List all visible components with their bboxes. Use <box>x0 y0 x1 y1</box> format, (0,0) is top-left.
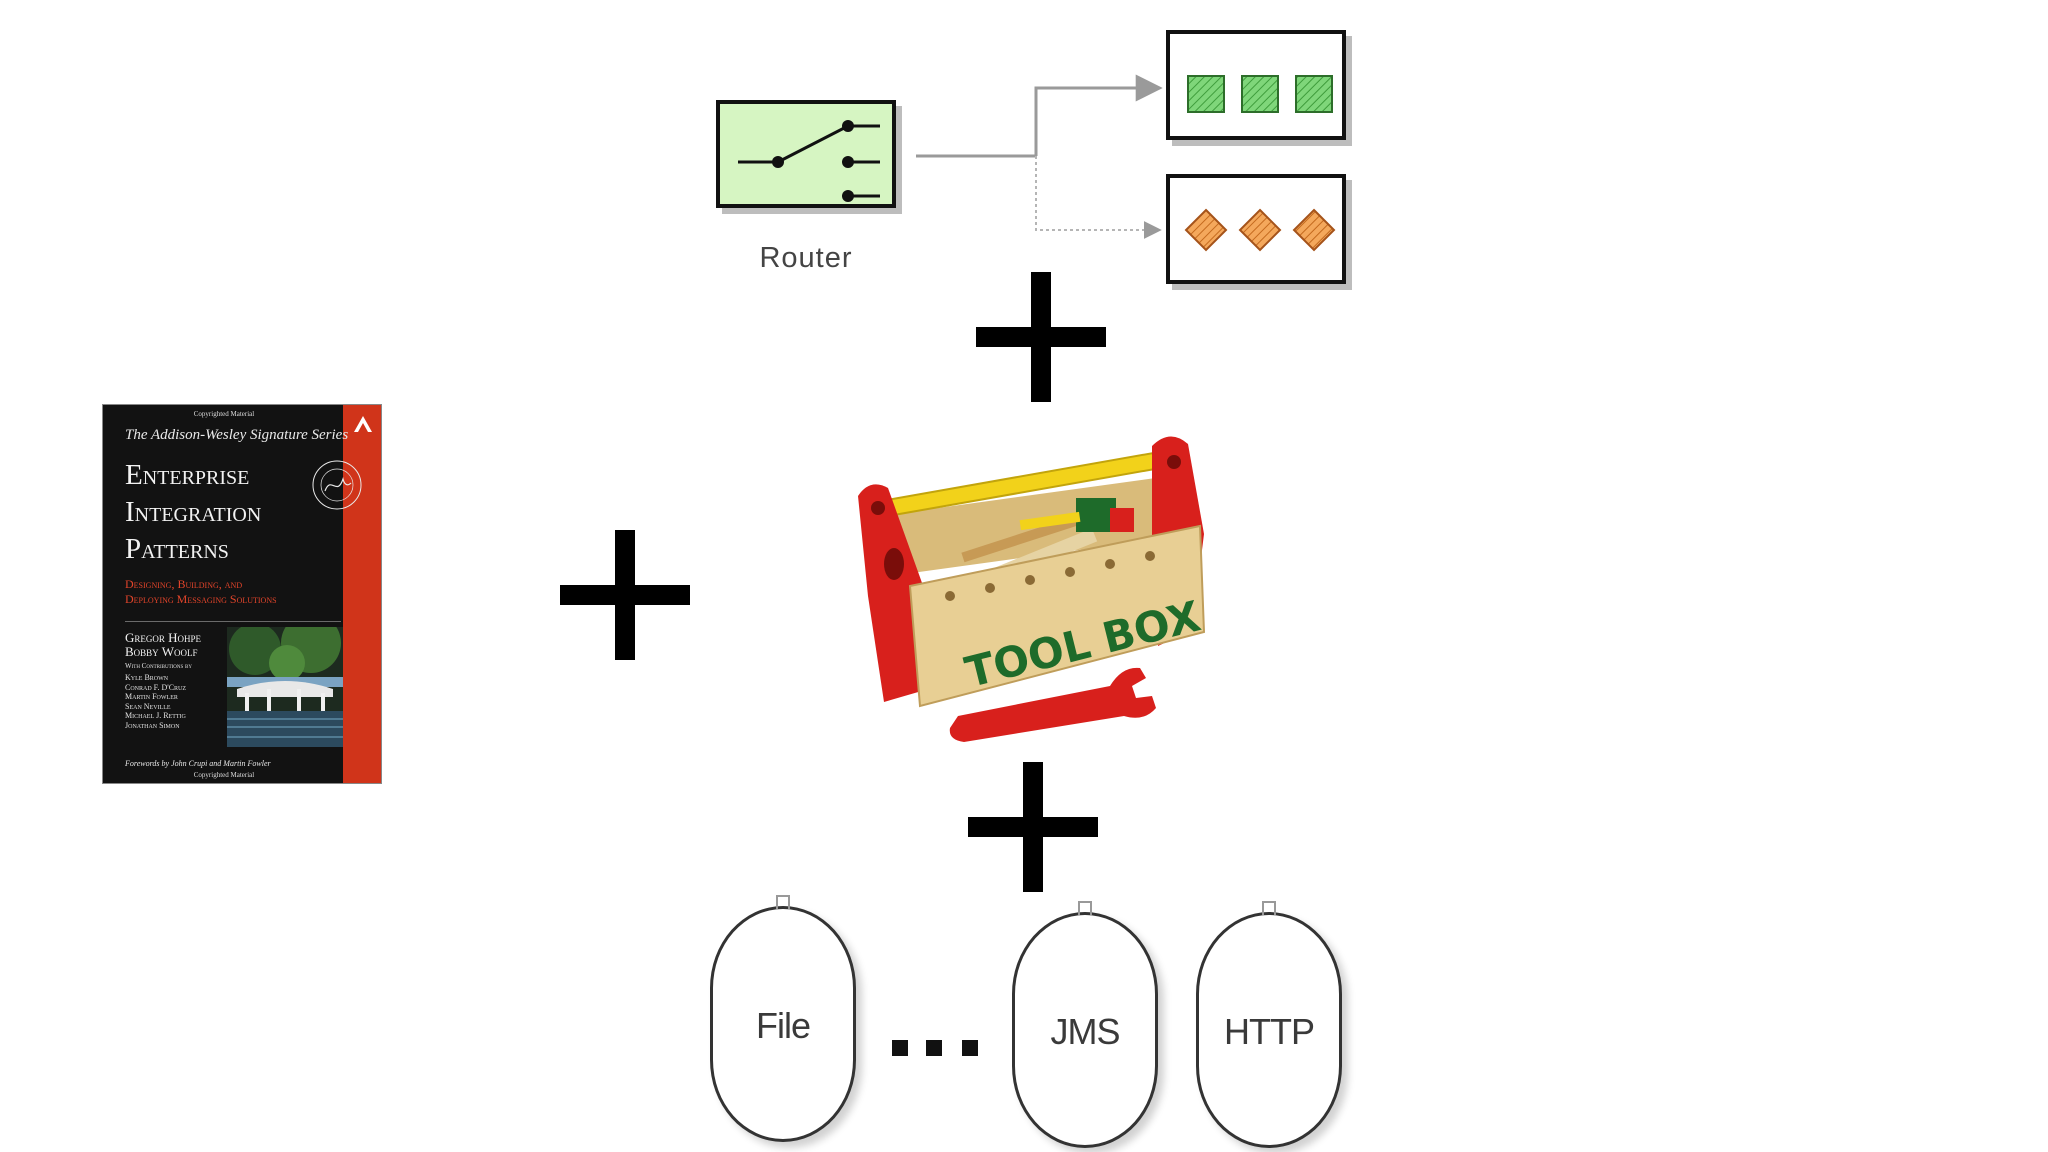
toolbox-illustration: TOOL BOX <box>858 436 1206 742</box>
message-diamonds-icon <box>1184 208 1336 252</box>
book-title-line: Enterprise <box>125 459 250 491</box>
endpoint-http: HTTP <box>1196 901 1342 1148</box>
book-copyright-bottom: Copyrighted Material <box>193 771 255 779</box>
book-contributor: Jonathan Simon <box>125 720 180 730</box>
router-label: Router <box>759 242 853 274</box>
endpoint-connector <box>1078 901 1092 915</box>
endpoint-label: HTTP <box>1224 1011 1315 1052</box>
toolbox-front-panel <box>908 524 1206 708</box>
plus-sign-icon <box>968 762 1098 892</box>
plus-sign-icon <box>976 272 1106 402</box>
book-title: Enterprise Integration Patterns <box>125 457 325 568</box>
book-authors: Gregor Hohpe Bobby Woolf <box>125 631 201 659</box>
book-title-line: Integration <box>125 496 262 528</box>
router-box <box>716 100 896 208</box>
ellipsis-dot <box>926 1040 942 1056</box>
router-branch-lower <box>1035 156 1162 239</box>
plus-sign-icon <box>560 530 690 660</box>
ellipsis-dot <box>892 1040 908 1056</box>
book-cover-photo <box>227 627 343 747</box>
book-spine-band <box>343 405 381 783</box>
toolbox-left-end <box>858 484 932 702</box>
book-contributors: Kyle Brown Conrad F. D'Cruz Martin Fowle… <box>125 673 186 730</box>
book-contributor: Sean Neville <box>125 701 171 711</box>
book-copyright-top: Copyrighted Material <box>193 410 255 418</box>
endpoint-file: File <box>710 895 856 1142</box>
book-author: Bobby Woolf <box>125 644 198 659</box>
router-branch-upper <box>1034 74 1163 156</box>
endpoint-jms: JMS <box>1012 901 1158 1148</box>
book-contributions-heading: With Contributions by <box>125 662 192 670</box>
endpoint-connector <box>1262 901 1276 915</box>
output-channel-diamonds <box>1166 174 1346 284</box>
book-series: The Addison-Wesley Signature Series <box>125 427 349 443</box>
publisher-logo-icon <box>354 416 372 432</box>
endpoint-label: File <box>755 1005 811 1046</box>
endpoint-connector <box>776 895 790 909</box>
book-title-line: Patterns <box>125 533 229 565</box>
book-contributor: Michael J. Rettig <box>125 711 186 720</box>
signature-seal-icon <box>312 460 362 510</box>
wrench-icon <box>949 667 1156 742</box>
book-author: Gregor Hohpe <box>125 630 202 645</box>
book-subtitle-line: Designing, Building, and <box>125 577 243 591</box>
book-contributor: Kyle Brown <box>125 673 169 682</box>
router-switch-icon <box>738 120 880 202</box>
book-cover: Copyrighted Material The Addison-Wesley … <box>102 404 382 784</box>
book-contributor: Conrad F. D'Cruz <box>125 682 187 692</box>
book-subtitle-line: Deploying Messaging Solutions <box>125 592 277 606</box>
output-channel-squares <box>1166 30 1346 140</box>
book-contributor: Martin Fowler <box>125 692 178 701</box>
book-divider <box>125 621 341 622</box>
book-subtitle: Designing, Building, and Deploying Messa… <box>125 577 335 607</box>
book-forewords: Forewords by John Crupi and Martin Fowle… <box>125 759 271 768</box>
endpoint-label: JMS <box>1050 1011 1121 1052</box>
ellipsis-dot <box>962 1040 978 1056</box>
message-squares-icon <box>1187 75 1333 113</box>
